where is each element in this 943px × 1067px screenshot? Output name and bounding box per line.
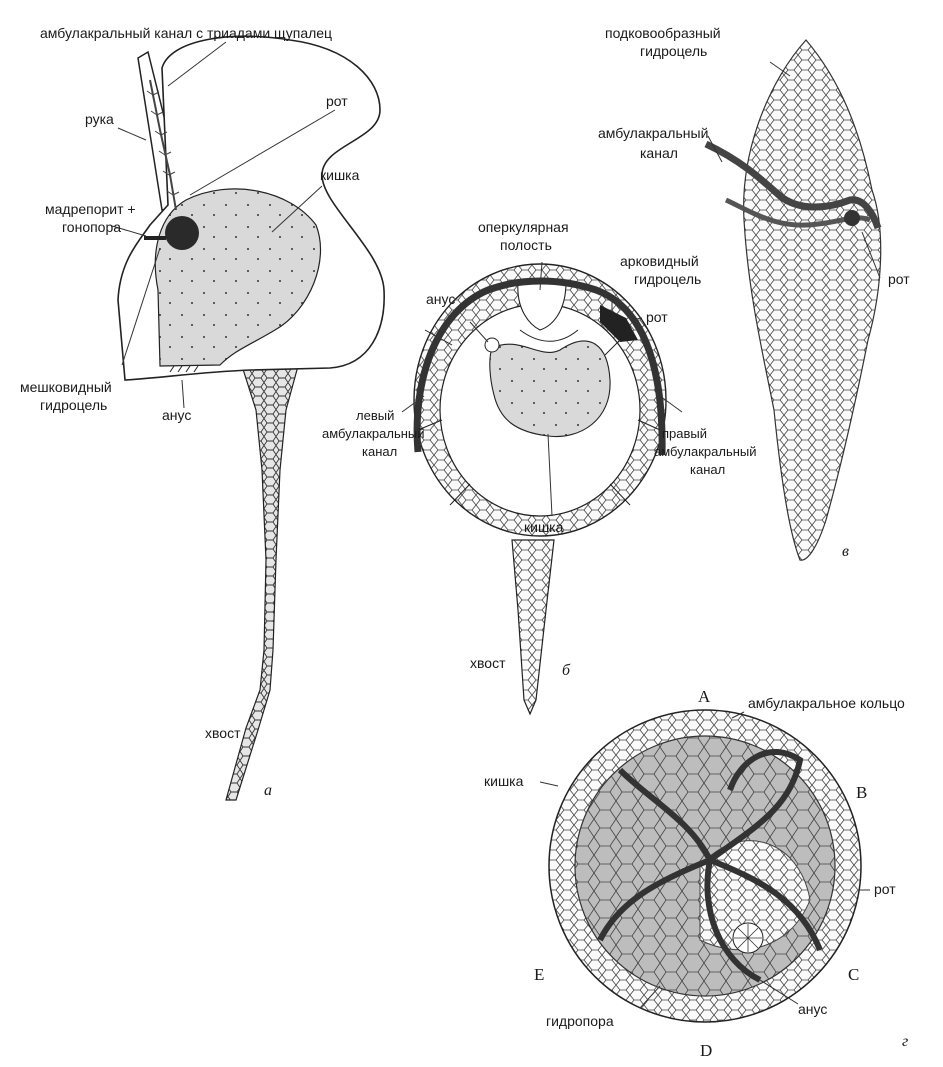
madreporite-pore [144, 236, 166, 240]
figure-g: амбулакральное кольцо кишка рот гидропор… [484, 687, 908, 1060]
figure-a: амбулакральный канал с триадами щупалец … [20, 25, 384, 800]
label-ambulacral-ring: амбулакральное кольцо [748, 695, 905, 711]
label-mouth-v: рот [888, 271, 910, 287]
saccular-hydrocoel [165, 216, 199, 250]
body-v [744, 40, 881, 560]
ray-label-d: D [700, 1041, 712, 1060]
label-ambulacral-v: амбулакральный [598, 125, 708, 141]
label-hydropore: гидропора [546, 1013, 614, 1029]
label-horseshoe-hydrocoel: гидроцель [640, 43, 707, 59]
label-left-canal-3: канал [362, 444, 397, 459]
label-right-canal-3: канал [690, 462, 725, 477]
ray-label-b: B [856, 783, 867, 802]
label-arm: рука [85, 111, 114, 127]
label-saccular-hydrocoel: гидроцель [40, 397, 107, 413]
tail-b [512, 540, 554, 714]
label-anus-b: анус [426, 291, 455, 307]
mouth-v [844, 210, 860, 226]
label-gut-g: кишка [484, 773, 524, 789]
figure-v: подковообразный гидроцель амбулакральный… [598, 25, 910, 560]
figure-letter-a: а [264, 782, 272, 799]
anus-plates-g [734, 924, 762, 952]
ray-label-a: A [698, 687, 711, 706]
ray-label-c: C [848, 965, 859, 984]
label-mouth-b: рот [646, 309, 668, 325]
ray-label-e: E [534, 965, 544, 984]
label-arcuate: арковидный [620, 253, 699, 269]
label-mouth-g: рот [874, 881, 896, 897]
label-gut-b: кишка [524, 519, 564, 535]
label-opercular-cavity: полость [500, 237, 552, 253]
label-right-canal-2: амбулакральный [654, 444, 757, 459]
label-canal-v: канал [640, 145, 678, 161]
label-right-canal-1: правый [662, 426, 707, 441]
label-tail-b: хвост [470, 655, 506, 671]
figure-b: оперкулярная полость арковидный гидроцел… [322, 219, 757, 714]
label-left-canal-2: амбулакральный [322, 426, 425, 441]
label-opercular: оперкулярная [478, 219, 569, 235]
figure-letter-v: в [842, 543, 849, 560]
label-ambulacral-canal-triads: амбулакральный канал с триадами щупалец [40, 25, 332, 41]
label-horseshoe: подковообразный [605, 25, 721, 41]
figure-letter-b: б [562, 662, 571, 679]
label-madreporite: мадрепорит + [45, 201, 136, 217]
anus-b [485, 338, 499, 352]
label-anus-a: анус [162, 407, 191, 423]
label-gut-a: кишка [320, 167, 360, 183]
label-left-canal-1: левый [356, 408, 394, 423]
label-gonopore: гонопора [62, 219, 121, 235]
figure-letter-g: г [902, 1033, 908, 1050]
label-saccular: мешковидный [20, 379, 112, 395]
label-arcuate-hydrocoel: гидроцель [634, 271, 701, 287]
label-tail-a: хвост [205, 725, 241, 741]
label-anus-g: анус [798, 1001, 827, 1017]
label-mouth-a: рот [326, 93, 348, 109]
